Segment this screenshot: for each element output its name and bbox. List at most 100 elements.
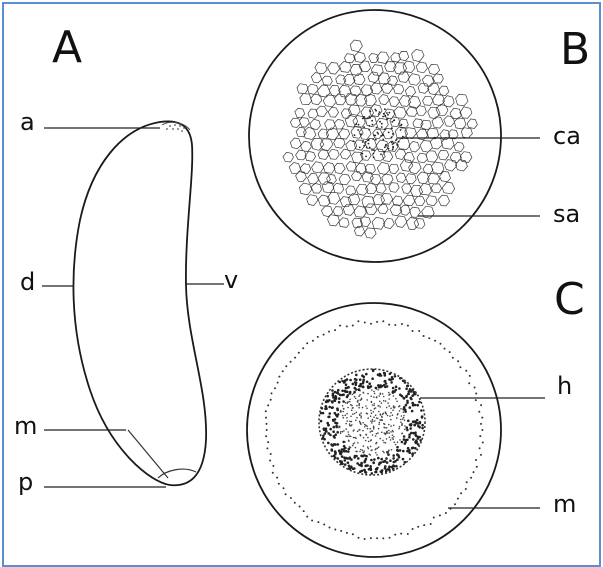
core-dot [362, 430, 364, 432]
stipple-dot [369, 110, 371, 112]
core-dot [340, 433, 342, 435]
core-dot [347, 461, 350, 464]
ring-dot [407, 533, 409, 535]
core-dot [375, 387, 378, 390]
ring-dot [276, 477, 278, 479]
core-dot [349, 391, 352, 394]
stipple-dot [359, 147, 361, 149]
core-dot [344, 463, 347, 466]
core-dot [353, 393, 355, 395]
core-dot [370, 385, 373, 388]
core-dot [371, 422, 373, 424]
core-dot [372, 462, 375, 465]
core-dot [385, 457, 388, 460]
core-dot [362, 422, 364, 424]
core-dot [348, 440, 350, 442]
ring-dot [317, 336, 319, 338]
core-dot [404, 381, 407, 384]
core-dot [387, 402, 389, 404]
core-dot [334, 399, 337, 402]
core-dot [404, 429, 406, 431]
core-dot [384, 374, 387, 377]
core-dot [393, 395, 395, 397]
stipple-dot [367, 117, 369, 119]
stipple-dot [368, 129, 370, 131]
ring-dot [475, 459, 477, 461]
ring-dot [479, 435, 481, 437]
ring-dot [357, 320, 359, 322]
core-dot [363, 469, 366, 472]
core-dot [368, 468, 371, 471]
core-dot [370, 415, 372, 417]
core-dot [357, 457, 360, 460]
core-dot [399, 439, 401, 441]
core-dot [343, 430, 345, 432]
core-dot [395, 389, 398, 392]
core-dot [370, 420, 372, 422]
core-dot [332, 392, 335, 395]
core-dot [388, 451, 390, 453]
core-dot [392, 438, 394, 440]
core-dot [387, 453, 390, 456]
core-dot [359, 414, 361, 416]
core-dot [335, 396, 338, 399]
core-dot [406, 429, 409, 432]
core-dot [375, 471, 378, 474]
ring-dot [329, 527, 331, 529]
stipple-dot [372, 138, 374, 140]
core-dot [354, 396, 356, 398]
core-dot [363, 437, 365, 439]
core-dot [400, 408, 402, 410]
core-dot [333, 435, 336, 438]
ring-dot [340, 530, 342, 532]
core-dot [385, 411, 387, 413]
ring-dot [459, 366, 461, 368]
core-dot [406, 402, 409, 405]
ring-dot [277, 382, 279, 384]
core-dot [385, 470, 388, 473]
core-dot [377, 457, 380, 460]
stipple-dot [367, 139, 369, 141]
stipple-dot [388, 132, 390, 134]
core-dot [365, 455, 368, 458]
core-dot [357, 431, 359, 433]
cross-section-c-outline [247, 303, 501, 557]
core-dot [390, 419, 392, 421]
core-dot [397, 449, 400, 452]
core-dot [366, 399, 368, 401]
core-dot [376, 442, 378, 444]
ring-dot [440, 343, 442, 345]
core-dot [346, 417, 348, 419]
core-dot [402, 450, 405, 453]
core-dot [408, 433, 411, 436]
core-dot [375, 449, 377, 451]
core-dot [370, 410, 372, 412]
core-dot [400, 421, 402, 423]
core-dot [341, 390, 344, 393]
core-dot [352, 383, 355, 386]
core-dot [339, 426, 341, 428]
ring-dot [475, 399, 477, 401]
core-dot [402, 418, 404, 420]
ring-dot [482, 442, 484, 444]
core-dot [349, 423, 351, 425]
core-dot [342, 411, 344, 413]
core-dot [392, 464, 395, 467]
core-dot [394, 375, 397, 378]
ring-dot [449, 351, 451, 353]
stipple-dot [362, 141, 364, 143]
ring-dot [407, 325, 409, 327]
core-dot [332, 419, 335, 422]
core-dot [396, 446, 399, 449]
core-dot [411, 410, 414, 413]
core-dot [377, 389, 379, 391]
core-dot [367, 417, 369, 419]
core-dot [399, 405, 401, 407]
core-dot [380, 419, 382, 421]
core-dot [344, 391, 347, 394]
ring-dot [306, 516, 308, 518]
core-dot [404, 420, 406, 422]
stipple-dot [363, 145, 365, 147]
core-dot [413, 391, 416, 394]
core-dot [383, 396, 385, 398]
